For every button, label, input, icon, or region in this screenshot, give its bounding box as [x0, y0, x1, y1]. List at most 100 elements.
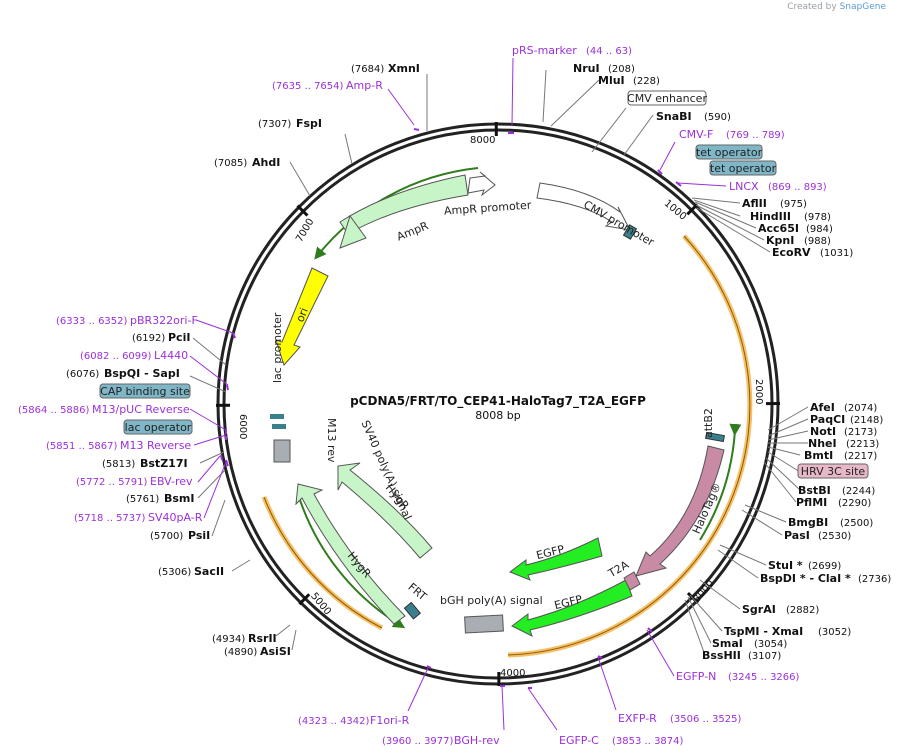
primer-name-ebv-rev: EBV-rev	[150, 475, 193, 488]
enzyme-pos-psii: (5700)	[150, 531, 183, 542]
enzyme-pos-afei: (2074)	[844, 403, 877, 414]
lac-operator-box	[270, 414, 284, 419]
enzyme-pos-noti: (2173)	[844, 427, 877, 438]
enzyme-pos-mlui: (228)	[633, 76, 660, 87]
enzyme-pos-rsrii: (4934)	[212, 634, 245, 645]
feature-label-ampr: AmpR	[395, 219, 431, 243]
enzyme-pos-smai: (3054)	[754, 639, 787, 650]
feature-label-cmv-promoter: CMV promoter	[581, 198, 657, 249]
enzyme-name-bmgbi: BmgBI	[788, 516, 828, 529]
primer-name-f1ori-r: F1ori-R	[370, 714, 410, 727]
enzyme-pos-bsshii: (3107)	[748, 651, 781, 662]
enzyme-name-noti: NotI	[810, 425, 836, 438]
primer-name-egfp-c: EGFP-C	[559, 734, 599, 747]
enzyme-name-sgrai: SgrAI	[742, 603, 776, 616]
enzyme-name-bsmi: BsmI	[164, 492, 195, 505]
primer-pos-m13-puc-reverse: (5864 .. 5886)	[18, 405, 90, 416]
boxed-tet-operator-2-text: tet operator	[710, 162, 777, 175]
primer-pos-f1ori-r: (4323 .. 4342)	[298, 716, 370, 727]
boxed-lac-operator: lac operator	[123, 419, 193, 435]
enzyme-name-bmti: BmtI	[804, 449, 833, 462]
leader-lines	[189, 69, 809, 656]
bgh-polya-box	[464, 614, 504, 634]
orf-arc-right	[507, 234, 753, 658]
boxed-cmv-enhancer: CMV enhancer	[627, 90, 707, 106]
orf-inner-halotag	[699, 423, 742, 541]
enzyme-name-hindiii: HindIII	[750, 210, 791, 223]
primer-lines	[189, 57, 727, 731]
snapgene-logo: SnapGene	[839, 2, 886, 12]
ampr-arrowhead	[339, 214, 367, 249]
enzyme-name-nrui: NruI	[573, 62, 600, 75]
primer-pos-amp-r: (7635 .. 7654)	[272, 81, 344, 92]
enzyme-pos-acc65i: (984)	[806, 224, 833, 235]
enzyme-pos-pflmi: (2290)	[838, 498, 871, 509]
enzyme-name-tspmi-xmai: TspMI - XmaI	[724, 625, 803, 638]
enzyme-pos-bsmi: (5761)	[126, 494, 159, 505]
primer-pos-egfp-n: (3245 .. 3266)	[728, 672, 800, 683]
tick-label-8000: 8000	[470, 135, 495, 146]
primer-name-amp-r: Amp-R	[346, 79, 383, 92]
boxed-tet-operator-2: tet operator	[709, 160, 777, 176]
enzyme-pos-ahdi: (7085)	[214, 158, 247, 169]
feature-label-attb2: attB2	[702, 408, 715, 438]
primer-name-prs-marker: pRS-marker	[512, 44, 577, 57]
enzyme-pos-pasi: (2530)	[818, 531, 851, 542]
enzyme-name-ahdi: AhdI	[252, 156, 280, 169]
enzyme-name-paqci: PaqCI	[810, 413, 845, 426]
plasmid-length: 8008 bp	[475, 409, 520, 422]
enzyme-pos-ecorv: (1031)	[820, 248, 853, 259]
primer-pos-cmv-f: (769 .. 789)	[726, 130, 785, 141]
ampr-promoter-arrow	[467, 171, 496, 197]
enzyme-name-asisi: AsiSI	[260, 645, 291, 658]
boxed-cmv-enhancer-text: CMV enhancer	[627, 92, 707, 105]
halotag-arrow	[635, 445, 725, 577]
enzyme-name-pflmi: PflMI	[796, 496, 827, 509]
primer-pos-egfp-c: (3853 .. 3874)	[612, 736, 684, 747]
enzyme-name-aflii: AflII	[742, 197, 767, 210]
boxed-tet-operator-1: tet operator	[695, 144, 763, 160]
enzyme-name-rsrii: RsrII	[248, 632, 277, 645]
tick-label-2000: 2000	[753, 379, 764, 404]
primer-name-lncx: LNCX	[729, 180, 759, 193]
boxed-tet-operator-1-text: tet operator	[696, 146, 763, 159]
primer-pos-lncx: (869 .. 893)	[768, 182, 827, 193]
feature-label-lac-promoter: lac promoter	[271, 312, 284, 383]
attb2-box	[705, 431, 725, 443]
primer-pos-sv40pa-r: (5718 .. 5737)	[74, 513, 146, 524]
orf-arc-hygr	[261, 496, 384, 631]
primer-name-egfp-n: EGFP-N	[676, 670, 716, 683]
enzyme-pos-sgrai: (2882)	[786, 605, 819, 616]
boxed-hrv-3c-site: HRV 3C site	[797, 463, 869, 479]
enzyme-name-pcii: PciI	[168, 331, 190, 344]
enzyme-pos-stui: (2699)	[808, 561, 841, 572]
enzyme-name-bstbi: BstBI	[798, 484, 831, 497]
primer-pos-pbr322ori-f: (6333 .. 6352)	[56, 316, 128, 327]
enzyme-name-ecorv: EcoRV	[772, 246, 811, 259]
enzyme-name-stui: StuI *	[768, 559, 803, 572]
feature-label-ori: ori	[293, 306, 310, 324]
enzyme-pos-nhei: (2213)	[846, 439, 879, 450]
bp-tick-7000	[296, 204, 309, 217]
enzyme-pos-snabi: (590)	[704, 112, 731, 123]
enzyme-name-mlui: MluI	[598, 74, 625, 87]
primer-name-pbr322ori-f: pBR322ori-F	[130, 314, 198, 327]
enzyme-pos-bmgbi: (2500)	[840, 518, 873, 529]
primer-pos-bgh-rev: (3960 .. 3977)	[382, 736, 454, 747]
bp-tick-5000	[298, 593, 311, 606]
boxed-cap-binding-site: CAP binding site	[99, 383, 191, 399]
primer-marks	[220, 128, 682, 689]
enzyme-name-kpni: KpnI	[766, 234, 794, 247]
feature-label-ampr-promoter: AmpR promoter	[444, 199, 533, 218]
enzyme-pos-kpni: (988)	[804, 236, 831, 247]
sv40-polya-box	[273, 439, 291, 463]
egfp-arrow-2	[511, 579, 633, 637]
enzyme-pos-bspqi-sapi: (6076)	[66, 369, 99, 380]
enzyme-pos-bstz17i: (5813)	[102, 459, 135, 470]
enzyme-pos-asisi: (4890)	[224, 647, 257, 658]
enzyme-name-bstz17i: BstZ17I	[140, 457, 188, 470]
boxed-hrv-3c-site-text: HRV 3C site	[801, 465, 866, 478]
enzyme-name-nhei: NheI	[808, 437, 837, 450]
primer-pos-ebv-rev: (5772 .. 5791)	[76, 477, 148, 488]
enzyme-pos-hindiii: (978)	[804, 212, 831, 223]
